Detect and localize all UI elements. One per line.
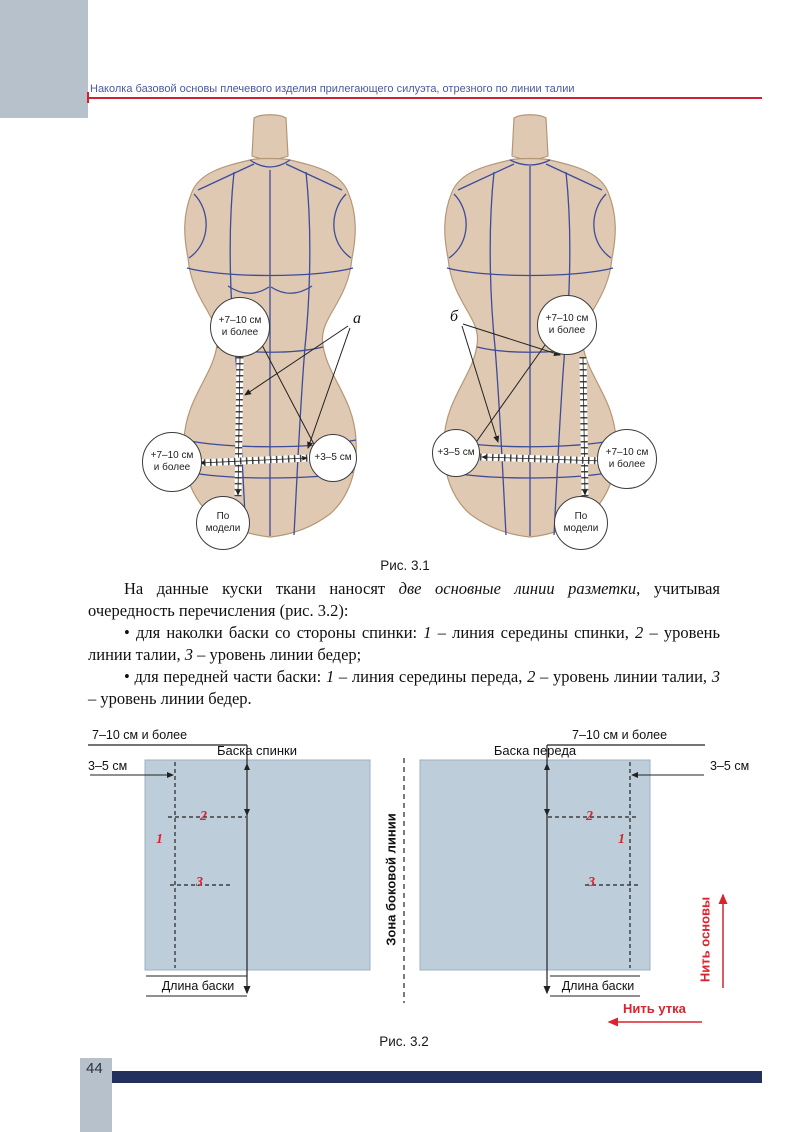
figure-3-2-caption: Рис. 3.2 [379,1034,429,1049]
text-run: На данные куски ткани наносят [124,579,399,598]
bullet-paragraph: • для наколки баски со стороны спинки: 1… [88,622,720,666]
footer-decoration [80,1058,112,1132]
line-number-3: 3 [196,875,203,890]
measure-circle: По модели [196,496,250,550]
bullet-paragraph: • для передней части баски: 1 – линия се… [88,666,720,710]
text-run: – линия середины переда, [334,666,528,686]
text-run: – уровень линии бедер. [88,688,252,708]
peplum-length-label: Длина баски [161,979,235,993]
header-rule-tick [87,92,89,103]
line-number-1: 1 [156,832,163,847]
body-text: На данные куски ткани наносят две основн… [88,578,720,710]
dress-form-back [443,114,617,538]
text-run: – линия середины спинки, [431,622,636,642]
footer-bar [112,1071,762,1083]
line-number-3: 3 [588,875,595,890]
line-number-2: 2 [586,809,593,824]
measure-circle: +7–10 см и более [597,429,657,489]
text-run: – уровень линии талии, [88,622,720,664]
measure-circle: +7–10 см и более [142,432,202,492]
header-rule [88,97,762,99]
measuring-tapes-front [197,356,310,498]
text-run-italic: 2 [527,666,536,686]
corner-decoration [0,0,88,118]
dim-side-right: 3–5 см [710,759,750,773]
front-peplum-title: Баска переда [493,743,577,758]
measure-circle: +3–5 см [309,434,357,482]
pointer-arrows [244,323,561,453]
text-run-italic: 3 [184,644,193,664]
view-letter-a: а [353,310,361,327]
line-number-2: 2 [200,809,207,824]
page-number: 44 [86,1060,103,1077]
dim-side-left: 3–5 см [88,759,128,773]
measure-circle: +3–5 см [432,429,480,477]
text-run-italic: 1 [325,666,335,686]
text-run-italic: две основные линии разметки [398,579,637,598]
running-header: Наколка базовой основы плечевого изделия… [90,83,575,95]
measure-circle: +7–10 см и более [210,297,270,357]
line-number-1: 1 [618,832,625,847]
measuring-tapes-back [479,356,606,498]
text-run-italic: 2 [635,622,644,642]
warp-thread-label: Нить основы [697,896,713,983]
paragraph: На данные куски ткани наносят две основн… [88,578,720,622]
fabric-back-peplum [144,759,371,971]
text-run: – уровень линии талии, [535,666,712,686]
text-run: • для передней части баски: [124,666,326,686]
measure-circle: По модели [554,496,608,550]
text-run: • для наколки баски со стороны спинки: [124,622,424,642]
dim-top-right: 7–10 см и более [572,728,668,742]
peplum-layout-diagram [88,744,728,1027]
left-construction-lines [88,744,251,997]
right-construction-lines [543,744,705,997]
peplum-length-label: Длина баски [561,979,635,993]
text-run: – уровень линии бедер; [192,644,362,664]
dim-top-left: 7–10 см и более [92,728,188,742]
figure-3-1: +7–10 см и более +7–10 см и более +3–5 с… [130,108,680,558]
text-run-italic: 1 [423,622,432,642]
text-run-italic: 3 [711,666,721,686]
measure-circle: +7–10 см и более [537,295,597,355]
fabric-front-peplum [419,759,651,971]
back-peplum-title: Баска спинки [216,743,297,758]
text-run: , учитывая очередность перечисления (рис… [88,579,720,620]
side-seam-zone-label: Зона боковой линии [383,813,399,946]
weft-thread-label: Нить утка [623,1001,686,1016]
figure-3-2: 7–10 см и более Баска спинки 3–5 см 2 1 … [80,725,780,1035]
figure-3-1-caption: Рис. 3.1 [380,558,430,573]
view-letter-b: б [450,308,459,325]
